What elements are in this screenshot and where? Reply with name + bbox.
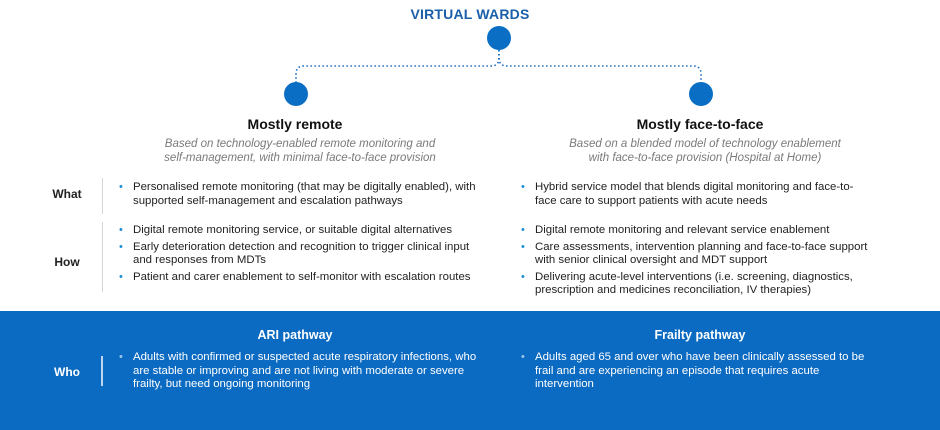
how-face-to-face-list: Digital remote monitoring and relevant s… (520, 224, 875, 301)
list-item: Adults aged 65 and over who have been cl… (520, 351, 875, 392)
column-subtitle-remote: Based on technology-enabled remote monit… (120, 137, 480, 165)
row-divider-how (102, 222, 103, 292)
who-frailty-list: Adults aged 65 and over who have been cl… (520, 351, 875, 395)
connector-lines (295, 50, 702, 84)
list-item: Personalised remote monitoring (that may… (118, 181, 478, 208)
list-item: Digital remote monitoring and relevant s… (520, 224, 875, 238)
diagram-title: VIRTUAL WARDS (410, 6, 530, 22)
list-item: Adults with confirmed or suspected acute… (118, 351, 478, 392)
column-title-face-to-face: Mostly face-to-face (636, 116, 764, 132)
row-label-what: What (52, 187, 82, 201)
root-node-circle (487, 26, 511, 50)
list-item: Patient and carer enablement to self-mon… (118, 271, 488, 285)
row-divider-who (101, 356, 103, 386)
how-remote-list: Digital remote monitoring service, or su… (118, 224, 488, 287)
what-face-to-face-list: Hybrid service model that blends digital… (520, 181, 870, 211)
column-title-remote: Mostly remote (247, 116, 343, 132)
row-label-who: Who (54, 365, 80, 379)
row-label-how: How (54, 255, 80, 269)
subtitle-line: Based on a blended model of technology e… (569, 138, 841, 150)
list-item: Care assessments, intervention planning … (520, 241, 875, 268)
list-item: Hybrid service model that blends digital… (520, 181, 870, 208)
what-remote-list: Personalised remote monitoring (that may… (118, 181, 478, 211)
pathway-title-frailty: Frailty pathway (654, 328, 746, 342)
list-item: Delivering acute-level interventions (i.… (520, 271, 875, 298)
subtitle-line: self-management, with minimal face-to-fa… (164, 152, 436, 164)
list-item: Digital remote monitoring service, or su… (118, 224, 488, 238)
right-node-circle (689, 82, 713, 106)
list-item: Early deterioration detection and recogn… (118, 241, 488, 268)
column-subtitle-face-to-face: Based on a blended model of technology e… (525, 137, 885, 165)
pathway-title-ari: ARI pathway (257, 328, 333, 342)
row-divider-what (102, 178, 103, 214)
subtitle-line: Based on technology-enabled remote monit… (164, 138, 436, 150)
subtitle-line: with face-to-face provision (Hospital at… (588, 152, 822, 164)
left-node-circle (284, 82, 308, 106)
who-ari-list: Adults with confirmed or suspected acute… (118, 351, 478, 395)
